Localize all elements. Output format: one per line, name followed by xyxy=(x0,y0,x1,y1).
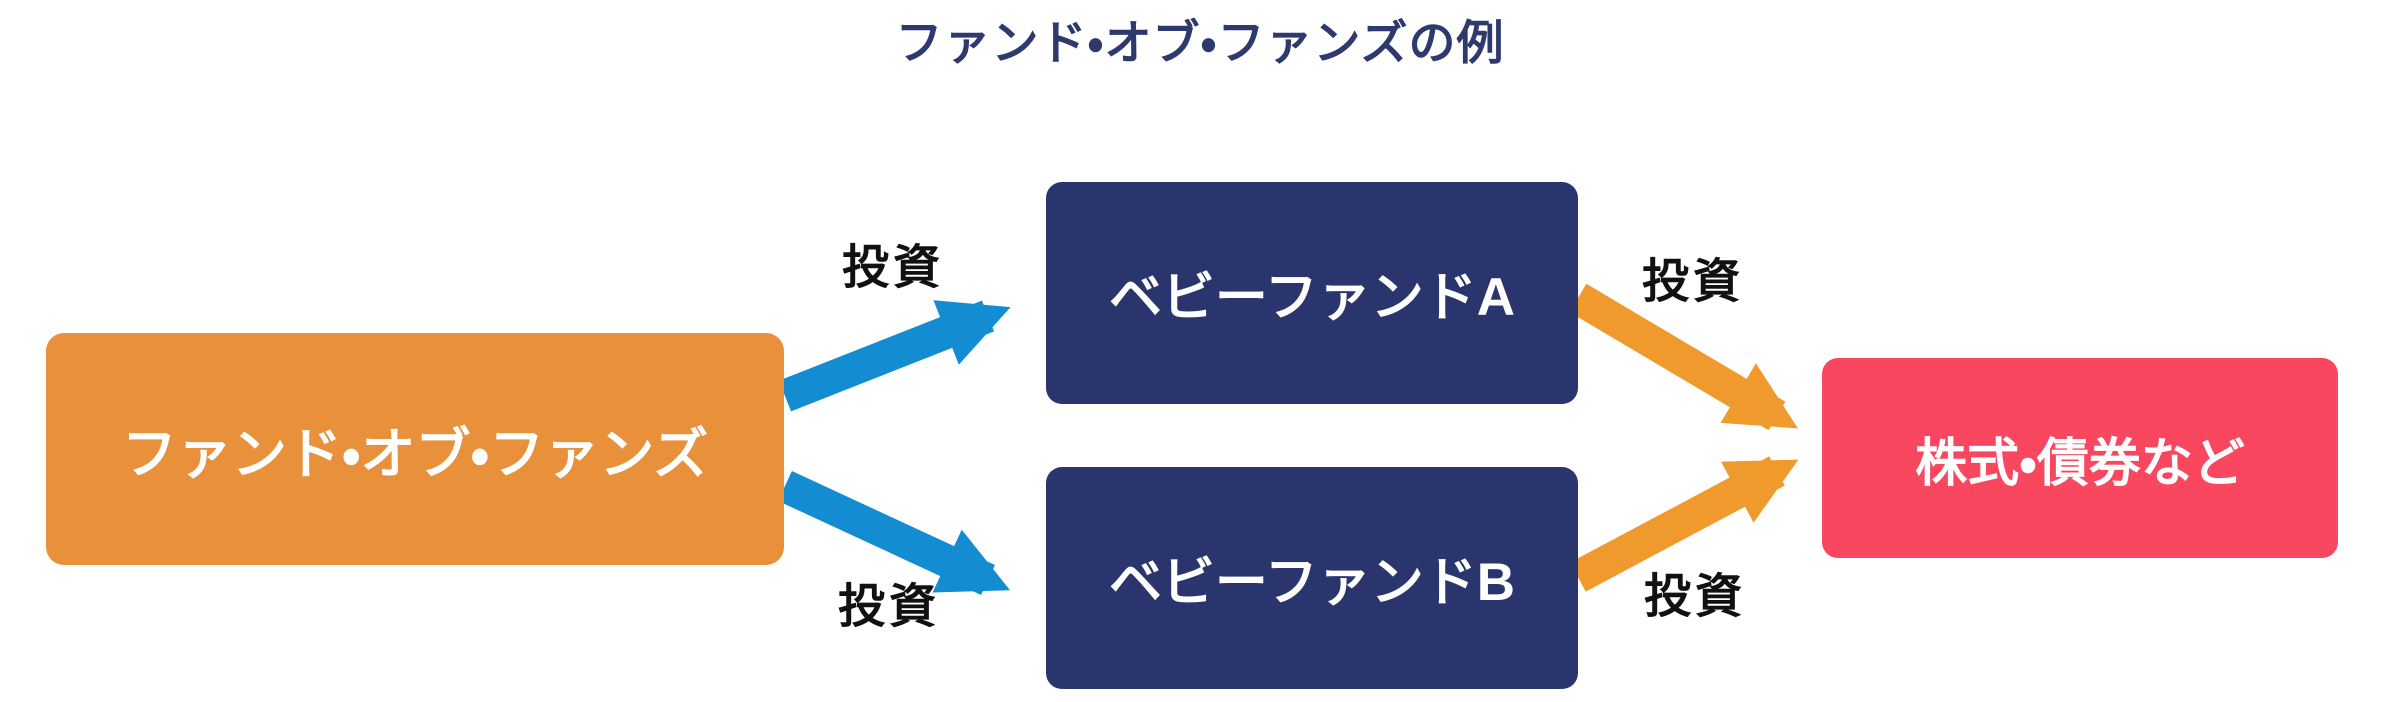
edge-label-investment-fof-to-b: 投資 xyxy=(838,579,940,633)
node-baby-fund-a: ベビーファンドA xyxy=(1046,182,1578,404)
edge-label-investment-a-to-assets: 投資 xyxy=(1642,254,1744,308)
edge-label-investment-fof-to-a: 投資 xyxy=(842,240,944,294)
node-baby-fund-a-label: ベビーファンドA xyxy=(1108,268,1516,327)
edge-label-investment-b-to-assets: 投資 xyxy=(1644,569,1746,623)
diagram-title: ファンド・オブ・ファンズの例 xyxy=(895,16,1505,69)
node-stocks-bonds-label: 株式・債券など xyxy=(1915,434,2245,493)
node-stocks-bonds: 株式・債券など xyxy=(1822,358,2338,558)
node-fund-of-funds-label: ファンド・オブ・ファンズ xyxy=(121,423,709,485)
node-fund-of-funds: ファンド・オブ・ファンズ xyxy=(46,333,784,565)
node-baby-fund-b-label: ベビーファンドB xyxy=(1108,553,1516,612)
node-baby-fund-b: ベビーファンドB xyxy=(1046,467,1578,689)
arrow-baby-a-to-assets-icon xyxy=(1569,283,1798,431)
arrow-fof-to-baby-a-icon xyxy=(778,300,1011,412)
arrow-fof-to-baby-b-icon xyxy=(778,471,1011,595)
